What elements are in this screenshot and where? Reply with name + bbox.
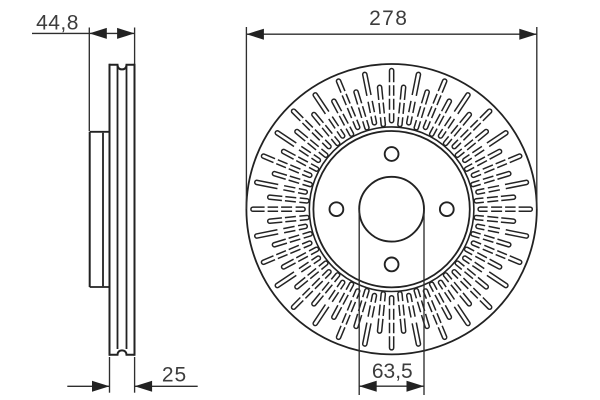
- svg-text:44,8: 44,8: [36, 11, 79, 34]
- svg-text:278: 278: [369, 7, 408, 30]
- svg-text:25: 25: [162, 364, 187, 387]
- svg-text:63,5: 63,5: [372, 360, 413, 383]
